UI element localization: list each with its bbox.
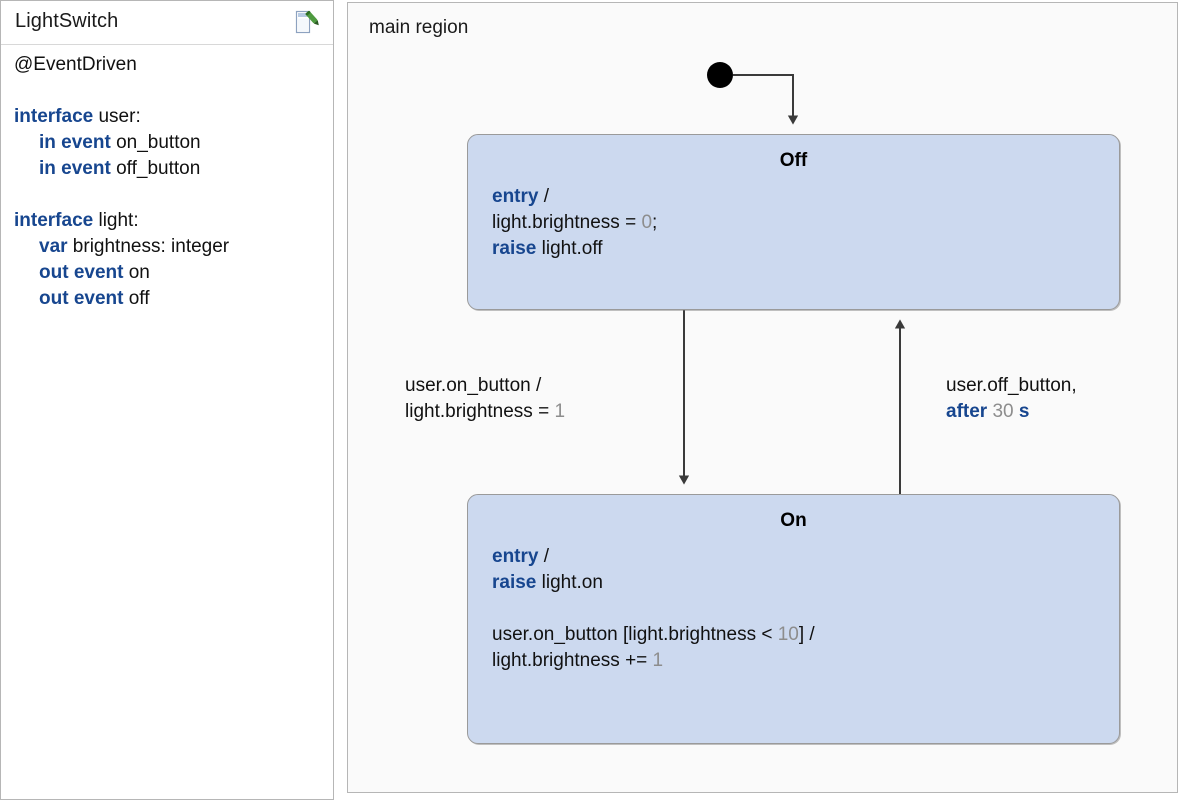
state-off-body: entry / light.brightness = 0; raise light.… bbox=[468, 184, 1119, 262]
code-line: light.brightness = 1 bbox=[405, 401, 566, 422]
editor-line-blank1 bbox=[14, 78, 333, 104]
state-on-title: On bbox=[780, 510, 807, 531]
editor-line-var-brightness: var brightness: integer bbox=[39, 236, 230, 257]
initial-transition-arrow[interactable] bbox=[733, 74, 799, 125]
code-line: user.off_button, bbox=[946, 375, 1077, 396]
editor-line-out-event-on: out event on bbox=[39, 262, 150, 283]
transition-connectors bbox=[678, 62, 906, 494]
code-line: raise light.off bbox=[492, 238, 603, 259]
textual-editor-panel: LightSwitch @EventDriven interface user: i… bbox=[0, 0, 334, 800]
editor-line-interface-user: interface user: bbox=[14, 106, 141, 127]
code-line: user.on_button / bbox=[405, 375, 542, 396]
code-line: entry / bbox=[492, 186, 550, 207]
transition-label-on-to-off[interactable]: user.off_button,after 30 s bbox=[946, 373, 1077, 425]
editor-line-in-event-off-button: in event off_button bbox=[39, 158, 201, 179]
state-on[interactable]: On entry / raise light.on user.on_button [… bbox=[467, 494, 1120, 744]
code-line: entry / bbox=[492, 546, 550, 567]
editor-line-in-event-on-button: in event on_button bbox=[39, 132, 201, 153]
code-line bbox=[492, 596, 1119, 622]
code-line: light.brightness += 1 bbox=[492, 650, 664, 671]
code-line: raise light.on bbox=[492, 572, 603, 593]
editor-titlebar: LightSwitch bbox=[1, 1, 333, 45]
editor-code-area[interactable]: @EventDriven interface user: in event on_b… bbox=[1, 46, 333, 799]
code-line: light.brightness = 0; bbox=[492, 212, 658, 233]
editor-line-annotation: @EventDriven bbox=[14, 54, 137, 75]
transition-label-off-to-on[interactable]: user.on_button / light.brightness = 1 bbox=[405, 373, 565, 425]
state-on-body: entry / raise light.on user.on_button [lig… bbox=[468, 544, 1119, 674]
state-off[interactable]: Off entry / light.brightness = 0; raise li… bbox=[467, 134, 1120, 310]
state-off-title: Off bbox=[779, 150, 808, 171]
page-title: LightSwitch bbox=[15, 10, 119, 32]
code-line: after 30 s bbox=[946, 401, 1030, 422]
statechart-file-edit-icon[interactable] bbox=[292, 8, 320, 36]
editor-line-interface-light: interface light: bbox=[14, 210, 139, 231]
editor-line-blank2 bbox=[14, 182, 333, 208]
editor-line-out-event-off: out event off bbox=[39, 288, 150, 309]
region-label: main region bbox=[369, 17, 469, 38]
code-line: user.on_button [light.brightness < 10] / bbox=[492, 624, 815, 645]
initial-state-node[interactable] bbox=[707, 62, 733, 88]
statechart-diagram-canvas[interactable]: main region Off entry / light.brightness … bbox=[347, 2, 1178, 793]
